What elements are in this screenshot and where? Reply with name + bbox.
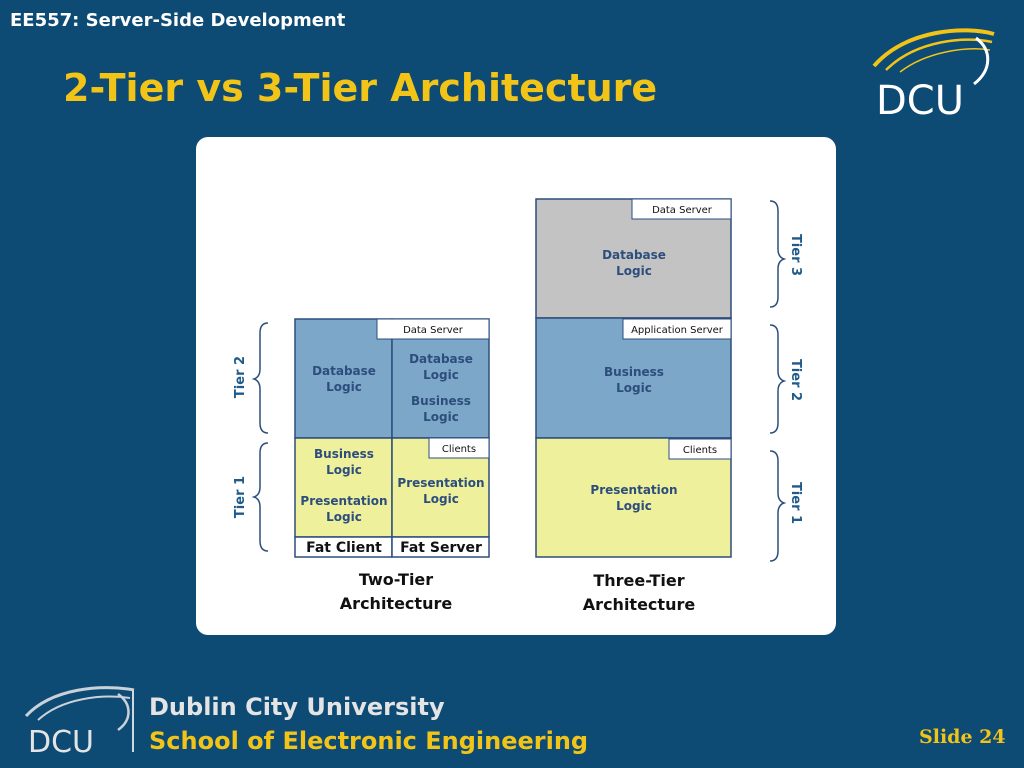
three-tier-clients-tag xyxy=(668,438,732,460)
three-tier-app-server-tag xyxy=(622,318,732,340)
two-tier-client-line3: Presentation xyxy=(300,494,387,508)
three-tier-app-server-label: Application Server xyxy=(631,325,724,336)
fat-server-box xyxy=(391,536,490,558)
fat-client-label: Fat Client xyxy=(306,540,382,556)
three-tier-caption-line2: Architecture xyxy=(583,595,696,614)
two-tier-client-lower-block xyxy=(294,437,393,538)
three-tier-tier2-brace xyxy=(769,324,787,434)
architecture-diagram: Data Server Clients Database Logic Datab… xyxy=(233,198,803,614)
three-tier-data-server-tag xyxy=(631,198,732,220)
two-tier-tier1-label: Tier 1 xyxy=(233,476,248,518)
slide-number: Slide 24 xyxy=(919,726,1006,748)
two-tier-tier2-label: Tier 2 xyxy=(233,356,248,398)
three-tier-tier3-label: Tier 3 xyxy=(788,234,803,276)
two-tier-db-logic-line2: Logic xyxy=(326,380,362,394)
footer-divider xyxy=(132,690,134,752)
three-tier-clients-label: Clients xyxy=(683,445,717,456)
two-tier-caption-line1: Two-Tier xyxy=(359,570,433,589)
footer-dcu-logo: DCU xyxy=(24,686,135,760)
three-tier-tier3-brace xyxy=(769,200,787,308)
two-tier-data-server-tag xyxy=(376,318,490,340)
two-tier-clients-tag xyxy=(428,437,490,459)
three-tier-tier1-label: Tier 1 xyxy=(788,482,803,524)
three-tier-business-line1: Business xyxy=(604,365,664,379)
two-tier-tier1-brace xyxy=(251,442,269,552)
three-tier-data-server-label: Data Server xyxy=(652,205,713,216)
logo-text: DCU xyxy=(876,78,964,124)
two-tier-client-line4: Logic xyxy=(326,510,362,524)
two-tier-data-server-label: Data Server xyxy=(403,325,464,336)
two-tier-server-line4: Logic xyxy=(423,410,459,424)
two-tier-server-line2: Logic xyxy=(423,368,459,382)
three-tier-presentation-line1: Presentation xyxy=(590,483,677,497)
three-tier-business-line2: Logic xyxy=(616,381,652,395)
course-title: EE557: Server-Side Development xyxy=(10,10,346,31)
two-tier-server-lower-line2: Logic xyxy=(423,492,459,506)
slide-title: 2-Tier vs 3-Tier Architecture xyxy=(63,66,658,110)
three-tier-tier1-brace xyxy=(769,450,787,562)
three-tier-db-line2: Logic xyxy=(616,264,652,278)
two-tier-db-logic-line1: Database xyxy=(312,364,376,378)
footer-school: School of Electronic Engineering xyxy=(149,727,589,755)
two-tier-server-lower-line1: Presentation xyxy=(397,476,484,490)
three-tier-caption-line1: Three-Tier xyxy=(593,571,684,590)
two-tier-server-line1: Database xyxy=(409,352,473,366)
dcu-logo: DCU xyxy=(872,28,995,124)
fat-server-label: Fat Server xyxy=(400,540,482,556)
three-tier-presentation-line2: Logic xyxy=(616,499,652,513)
footer-university: Dublin City University xyxy=(149,693,445,721)
two-tier-client-line2: Logic xyxy=(326,463,362,477)
two-tier-client-line1: Business xyxy=(314,447,374,461)
two-tier-clients-label: Clients xyxy=(442,444,476,455)
three-tier-db-line1: Database xyxy=(602,248,666,262)
two-tier-database-block xyxy=(294,318,393,439)
two-tier-caption-line2: Architecture xyxy=(340,594,453,613)
diagram-panel: Data Server Clients Database Logic Datab… xyxy=(196,137,836,635)
two-tier-tier2-brace xyxy=(251,322,269,434)
footer-logo-text: DCU xyxy=(28,725,94,760)
three-tier-tier2-label: Tier 2 xyxy=(788,359,803,401)
two-tier-server-line3: Business xyxy=(411,394,471,408)
